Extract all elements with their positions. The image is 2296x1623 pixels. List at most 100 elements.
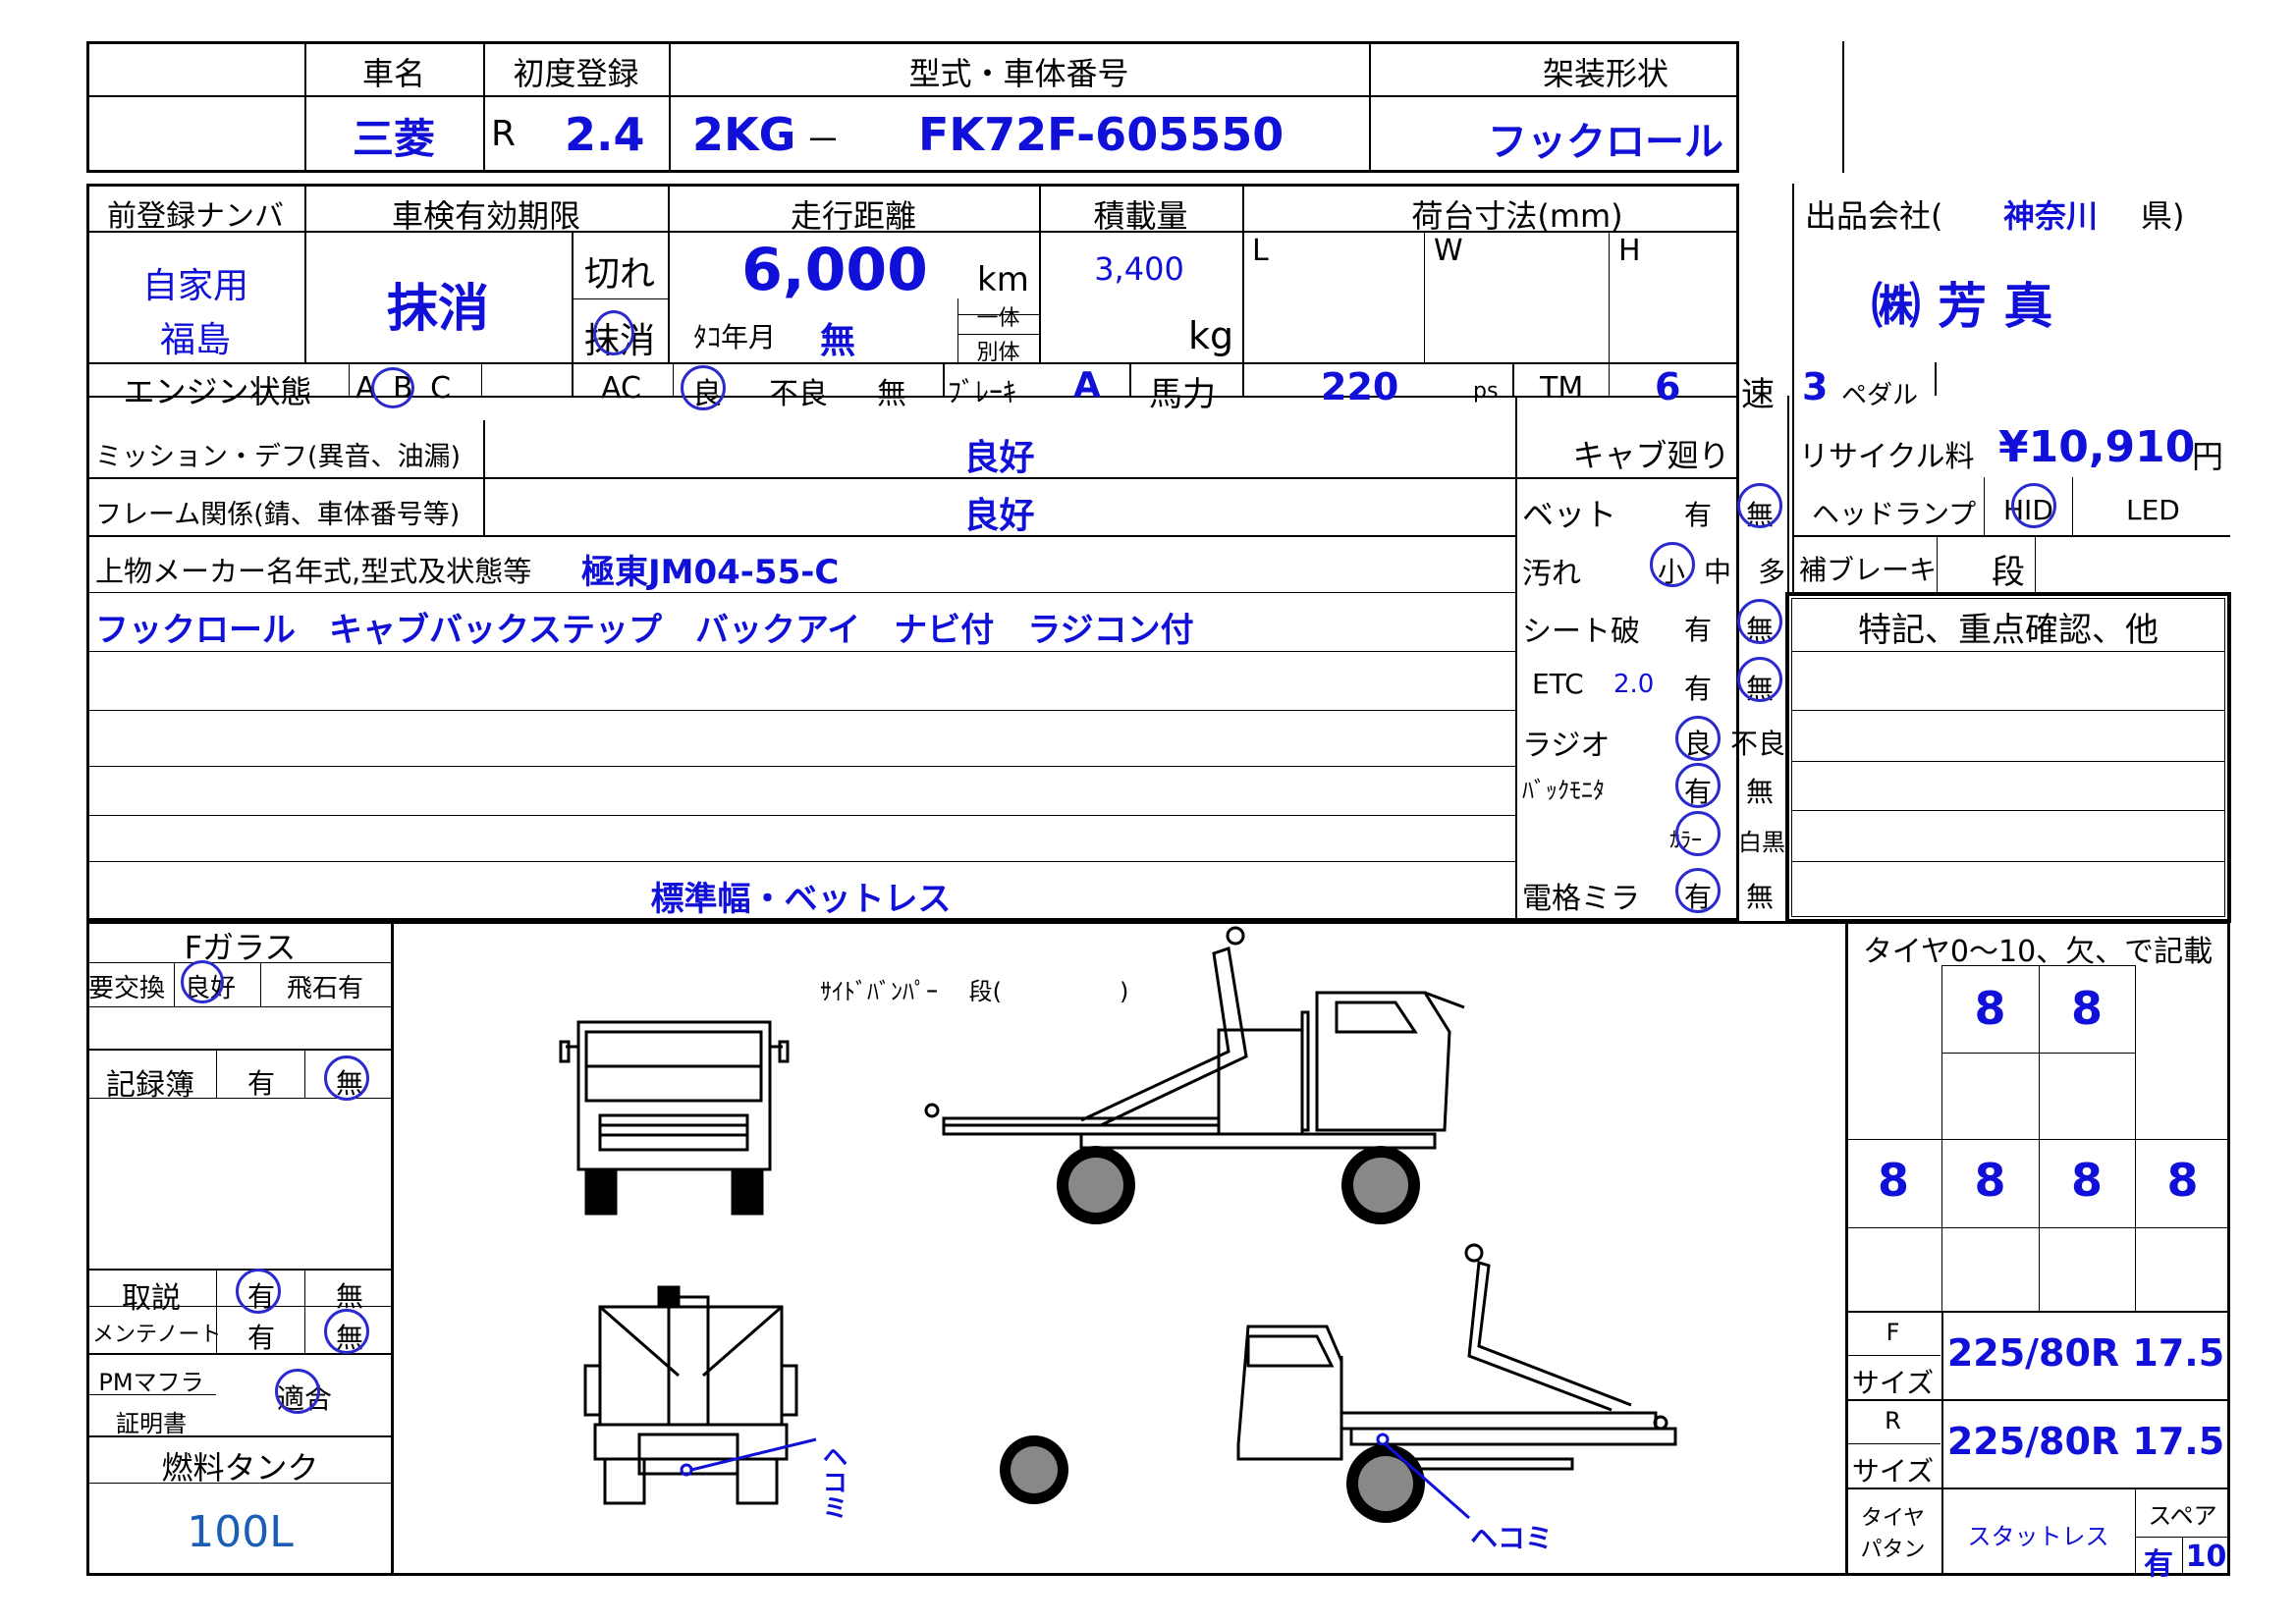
selection-circle [1737,483,1782,528]
tire-pattern-value: スタットレス [1967,1523,2109,1550]
wheels [1000,1146,1425,1523]
ac-label: AC [601,371,641,406]
divider [1937,535,1938,592]
divider [1792,184,1794,396]
dirt-label: 汚れ [1522,557,1581,591]
divider [957,314,1039,315]
yen-unit: 円 [2192,438,2224,475]
notes-title: 特記、重点確認、他 [1858,611,2159,650]
maker-value: 三菱 [352,115,435,163]
pedal-count: 3 [1802,365,1829,408]
selection-circle [1675,811,1721,856]
divider [2135,965,2136,1311]
selection-circle [681,365,726,410]
divider [1791,810,2225,811]
mission-value: 良好 [963,438,1035,478]
divider [1845,1139,2230,1140]
divider [1791,651,2225,652]
prefecture-value: 神奈川 [2003,197,2099,235]
rear-label: R [1885,1407,1901,1434]
record-yes: 有 [247,1067,276,1100]
bed-W-label: W [1434,234,1463,268]
maint-note-label: メンテノート [92,1323,222,1347]
use-type-value: 自家用 [141,266,248,306]
divider [2035,535,2036,592]
spare-label: スペア [2148,1502,2217,1530]
seat-label: シート破 [1522,615,1640,649]
front-label: F [1886,1319,1900,1346]
width-note: 標準幅・ベットレス [650,880,952,919]
back-monitor-label: ﾊﾞｯｸﾓﾆﾀ [1522,777,1605,804]
kg-unit: kg [1188,314,1234,357]
header-body-label: 架装形状 [1542,55,1668,92]
front-size-label: サイズ [1851,1367,1935,1399]
era-value: R [491,114,517,154]
etc-label: ETC [1532,668,1584,700]
headlamp-led: LED [2126,494,2180,526]
divider [1845,1488,2230,1489]
mirror-no: 無 [1746,881,1775,913]
seller-label: 出品会社( [1805,197,1943,235]
frame-value: 良好 [963,496,1035,536]
divider [349,362,350,396]
equipment-value: フックロール キャブバックステップ バックアイ ナビ付 ラジコン付 [95,611,1194,650]
divider [86,710,1515,711]
divider [304,184,306,362]
selection-circle [1650,542,1695,587]
selection-circle [1737,657,1782,702]
tire-front-right: 8 [2070,982,2103,1035]
left-lower-panel [86,921,394,1576]
selection-circle [1737,599,1782,644]
bed-size-label: 荷台寸法(mm) [1411,197,1623,235]
divider [1424,231,1425,362]
header-first-reg-label: 初度登録 [513,55,639,92]
expired-label: 切れ [584,254,656,295]
integrated-label: 一体 [976,306,1020,331]
divider [86,477,1739,479]
ac-bad: 不良 [769,377,828,411]
plate-area-value: 福島 [159,320,231,360]
horsepower-value: 220 [1321,365,1399,408]
tire-rear-1: 8 [1877,1154,1909,1207]
divider [1791,710,2225,711]
divider [1242,184,1244,396]
divider [668,184,670,362]
divider [669,41,671,173]
horsepower-label: 馬力 [1149,375,1216,414]
inspection-label: 車検有効期限 [391,197,580,235]
pattern-label-2: パタン [1860,1538,1926,1562]
body-maker-value: 極東JM04-55-C [581,553,840,592]
pedal-label: ペダル [1841,381,1919,410]
divider [2072,477,2073,535]
prefecture-suffix: 県) [2141,197,2185,235]
seat-yes: 有 [1684,614,1713,646]
selection-circle [593,310,634,355]
divider [1791,861,2225,862]
divider [304,41,306,173]
rear-size-label: サイズ [1851,1455,1935,1488]
selection-circle [2011,483,2056,528]
divider [174,962,175,1006]
side-bumper-label: ｻｲﾄﾞﾊﾞﾝﾊﾟｰ 段( ) [820,978,1129,1005]
divider [86,95,1739,97]
dirt-many: 多 [1758,556,1786,588]
ps-unit: ps [1473,379,1499,404]
pattern-label-1: タイヤ [1860,1506,1926,1531]
ac-none: 無 [877,377,906,411]
divider [86,1306,394,1307]
tire-rear-3: 8 [2070,1154,2103,1207]
tire-panel [1845,921,2230,1576]
selection-circle [275,1369,320,1414]
spare-yes: 有 [2144,1547,2173,1582]
divider [1791,761,2225,762]
divider [943,362,945,396]
tacho-value: 無 [820,321,856,361]
divider [1792,535,2230,537]
divider [1845,1311,2230,1313]
bed-label: ベット [1522,496,1617,533]
prev-plate-label: 前登録ナンバ [107,199,284,234]
divider [86,1394,216,1395]
truck-rear-view [583,1285,798,1505]
divider [86,535,1515,537]
selection-circle [324,1055,369,1101]
